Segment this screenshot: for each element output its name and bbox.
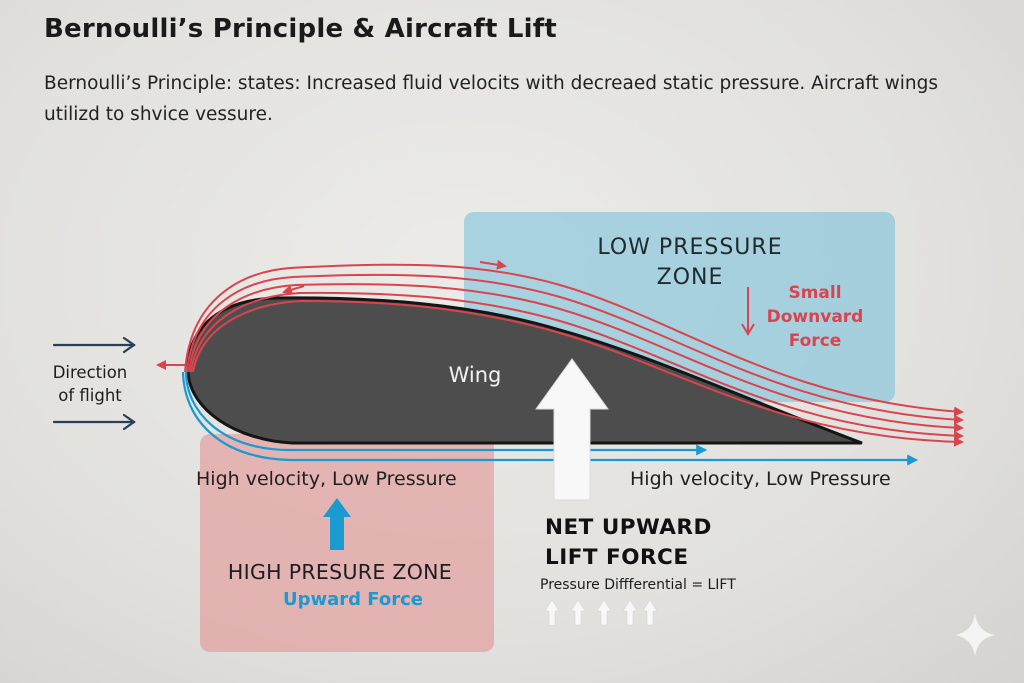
net-lift-arrow bbox=[535, 358, 609, 501]
wing-airfoil bbox=[186, 296, 863, 445]
direction-arrows bbox=[52, 336, 136, 431]
sparkle-icon bbox=[955, 614, 995, 656]
direction-of-flight-label: Direction of flight bbox=[52, 363, 128, 405]
lower-airflow-lines bbox=[181, 371, 919, 466]
low-pressure-label: LOW PRESSURE ZONE bbox=[597, 235, 783, 290]
principle-description: Bernoulli’s Principle: states: Increased… bbox=[44, 73, 938, 125]
high-pressure-zone bbox=[200, 434, 494, 652]
upward-force-arrow bbox=[323, 498, 351, 550]
downward-force-arrow bbox=[741, 287, 755, 336]
upper-airflow-lines bbox=[184, 263, 964, 447]
small-downward-force-label: Small Downvard Force bbox=[766, 283, 864, 351]
net-lift-label: NET UPWARD LIFT FORCE bbox=[545, 515, 712, 570]
pressure-differential-label: Pressure Diffferential = LIFT bbox=[540, 577, 736, 593]
high-pressure-label: HIGH PRESURE ZONE bbox=[227, 560, 453, 584]
page-title: Bernoulli’s Principle & Aircraft Lift bbox=[44, 14, 557, 44]
upward-force-label: Upward Force bbox=[283, 589, 423, 610]
high-velocity-label-left: High velocity, Low Pressure bbox=[196, 468, 457, 490]
wing-label: Wing bbox=[448, 363, 502, 387]
high-velocity-label-right: High velocity, Low Pressure bbox=[630, 468, 891, 490]
small-lift-arrows bbox=[544, 599, 658, 626]
